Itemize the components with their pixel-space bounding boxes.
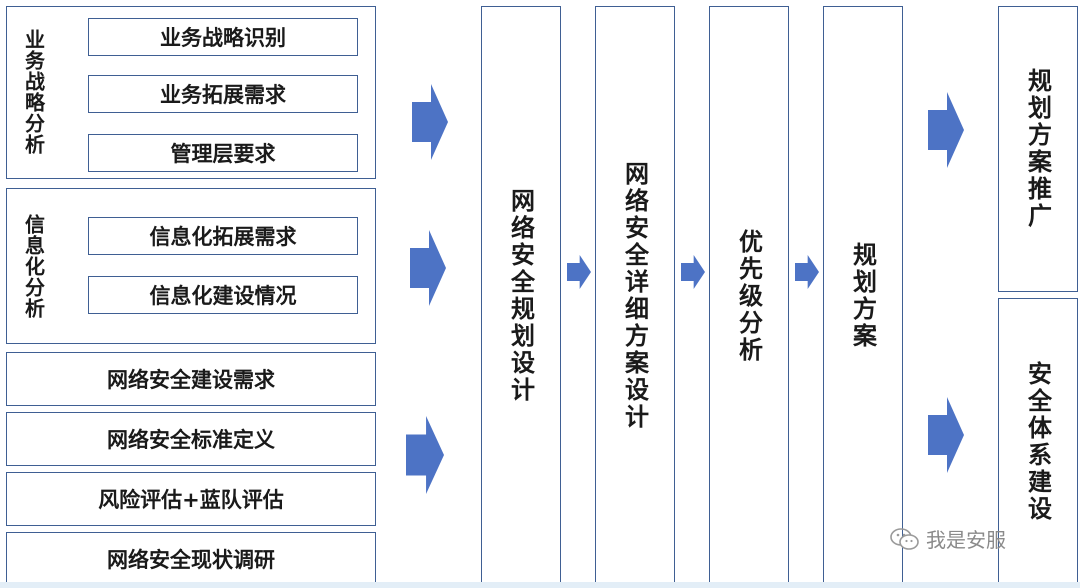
arrow-icon: [681, 255, 705, 289]
business-item-strategy-identification: 业务战略识别: [88, 18, 358, 56]
security-status-survey: 网络安全现状调研: [6, 532, 376, 586]
risk-and-blue-team-assessment: 风险评估+蓝队评估: [6, 472, 376, 526]
security-standard-definition: 网络安全标准定义: [6, 412, 376, 466]
it-item-construction-status: 信息化建设情况: [88, 276, 358, 314]
business-strategy-title: 业务战略分析: [21, 29, 46, 155]
flow-priority-analysis: 优先级分析: [709, 6, 789, 586]
flow-label: 网络安全规划设计: [506, 188, 535, 404]
business-item-management-requirements: 管理层要求: [88, 134, 358, 172]
it-analysis-title: 信息化分析: [21, 213, 46, 319]
flow-label: 规划方案: [848, 242, 877, 350]
flow-label: 优先级分析: [734, 228, 763, 364]
output-label: 安全体系建设: [1023, 361, 1052, 523]
flow-label: 网络安全详细方案设计: [620, 161, 649, 431]
arrow-icon: [406, 416, 444, 494]
it-analysis-group: [6, 188, 376, 344]
flow-detailed-solution-design: 网络安全详细方案设计: [595, 6, 675, 586]
it-item-expansion-needs: 信息化拓展需求: [88, 217, 358, 255]
output-label: 规划方案推广: [1023, 68, 1052, 230]
arrow-icon: [928, 397, 964, 473]
output-plan-promotion: 规划方案推广: [998, 6, 1078, 292]
output-security-system-construction: 安全体系建设: [998, 298, 1078, 586]
watermark: 我是安服: [890, 524, 1006, 553]
arrow-icon: [795, 255, 819, 289]
arrow-icon: [410, 230, 446, 306]
arrow-icon: [412, 84, 448, 160]
flow-security-planning-design: 网络安全规划设计: [481, 6, 561, 586]
arrow-icon: [567, 255, 591, 289]
flow-planning-scheme: 规划方案: [823, 6, 903, 586]
watermark-text: 我是安服: [926, 528, 1006, 552]
wechat-icon: [890, 527, 919, 550]
arrow-icon: [928, 92, 964, 168]
security-construction-needs: 网络安全建设需求: [6, 352, 376, 406]
bottom-band: [0, 582, 1080, 588]
business-item-expansion-needs: 业务拓展需求: [88, 75, 358, 113]
